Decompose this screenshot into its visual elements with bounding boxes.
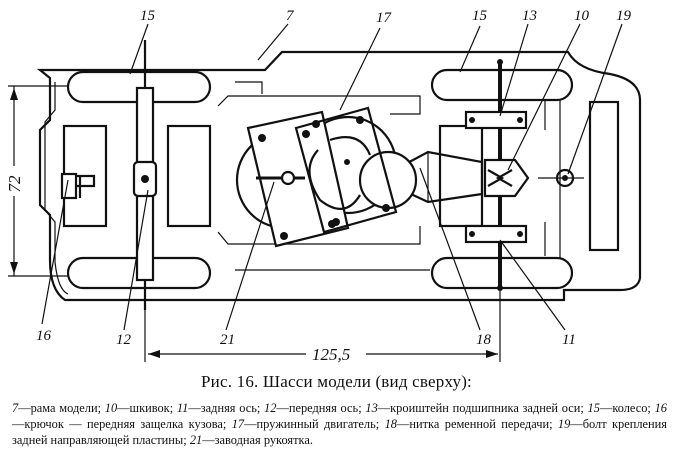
front-latch bbox=[60, 172, 96, 200]
legend-entry: 16 —крючок — передняя защелка кузова; bbox=[12, 401, 667, 431]
legend-entry-number: 15 bbox=[587, 401, 600, 415]
legend-entry-number: 7 bbox=[12, 401, 19, 415]
length-dimension: 125,5 bbox=[144, 288, 501, 364]
legend-entry-text: —рама модели; bbox=[18, 401, 105, 415]
length-value: 125,5 bbox=[312, 345, 350, 364]
width-dimension: 72 bbox=[4, 85, 68, 277]
callout-13: 13 bbox=[522, 8, 537, 24]
width-value: 72 bbox=[5, 175, 24, 193]
callout-labels: 15 7 17 15 13 10 19 16 12 21 18 11 bbox=[36, 8, 632, 348]
legend-entry-number: 19 bbox=[557, 417, 571, 431]
callout-10: 10 bbox=[574, 8, 590, 24]
legend-entry: 13—кроиштейн подшипника задней оси; bbox=[365, 401, 587, 415]
callout-12: 12 bbox=[116, 332, 132, 348]
legend-entry: 18—нитка ременной передачи; bbox=[385, 417, 558, 431]
legend-entry-number: 21 bbox=[189, 433, 203, 447]
legend-entry-text: —крючок — передняя защелка кузова; bbox=[12, 417, 232, 431]
figure-legend: 7—рама модели; 10—шкивок; 11—задняя ось;… bbox=[12, 400, 667, 448]
legend-entry: 7—рама модели; bbox=[12, 401, 105, 415]
figure-caption-title: Рис. 16. Шасси модели (вид сверху): bbox=[201, 372, 472, 391]
pulley bbox=[483, 158, 530, 198]
legend-entry: 15—колесо; bbox=[588, 401, 655, 415]
legend-entry: 19—болт крепления задней направляющей пл… bbox=[12, 417, 667, 447]
legend-entry-number: 11 bbox=[176, 401, 189, 415]
callout-17: 17 bbox=[376, 10, 393, 26]
callout-19: 19 bbox=[616, 8, 632, 24]
callout-15-front: 15 bbox=[140, 8, 156, 24]
leader-lines bbox=[41, 23, 623, 331]
legend-entry-number: 17 bbox=[231, 417, 245, 431]
callout-11: 11 bbox=[562, 332, 576, 348]
legend-entry-number: 13 bbox=[365, 401, 378, 415]
callout-18: 18 bbox=[476, 332, 492, 348]
callout-16: 16 bbox=[36, 328, 52, 344]
callout-7: 7 bbox=[286, 8, 295, 24]
legend-entry-text: —заводная рукоятка. bbox=[202, 433, 313, 447]
legend-entry-text: —пружинный двигатель; bbox=[244, 417, 385, 431]
callout-21: 21 bbox=[220, 332, 235, 348]
legend-entry-text: —колесо; bbox=[599, 401, 655, 415]
legend-entry: 10—шкивок; bbox=[105, 401, 177, 415]
legend-entry: 17—пружинный двигатель; bbox=[232, 417, 385, 431]
legend-entry-number: 16 bbox=[654, 401, 667, 415]
legend-entry-number: 12 bbox=[264, 401, 277, 415]
winding-handle bbox=[256, 170, 305, 186]
legend-entry-text: —шкивок; bbox=[117, 401, 177, 415]
legend-entry-text: —болт крепления задней направляющей плас… bbox=[12, 417, 667, 447]
rear-bolt bbox=[538, 168, 584, 188]
callout-15-rear: 15 bbox=[472, 8, 488, 24]
legend-entry-text: —нитка ременной передачи; bbox=[396, 417, 558, 431]
belt-drive bbox=[397, 150, 484, 204]
legend-entry: 21—заводная рукоятка. bbox=[190, 433, 313, 447]
legend-entry-number: 18 bbox=[384, 417, 397, 431]
legend-entry-text: —задняя ось; bbox=[188, 401, 265, 415]
legend-entry: 11—задняя ось; bbox=[177, 401, 264, 415]
legend-entry-text: —кроиштейн подшипника задней оси; bbox=[377, 401, 588, 415]
legend-entry-number: 10 bbox=[104, 401, 118, 415]
legend-entry: 12—передняя ось; bbox=[264, 401, 365, 415]
legend-entry-text: —передняя ось; bbox=[276, 401, 366, 415]
chassis-diagram: 125,5 72 15 7 17 15 13 10 19 16 12 21 18… bbox=[4, 8, 642, 364]
